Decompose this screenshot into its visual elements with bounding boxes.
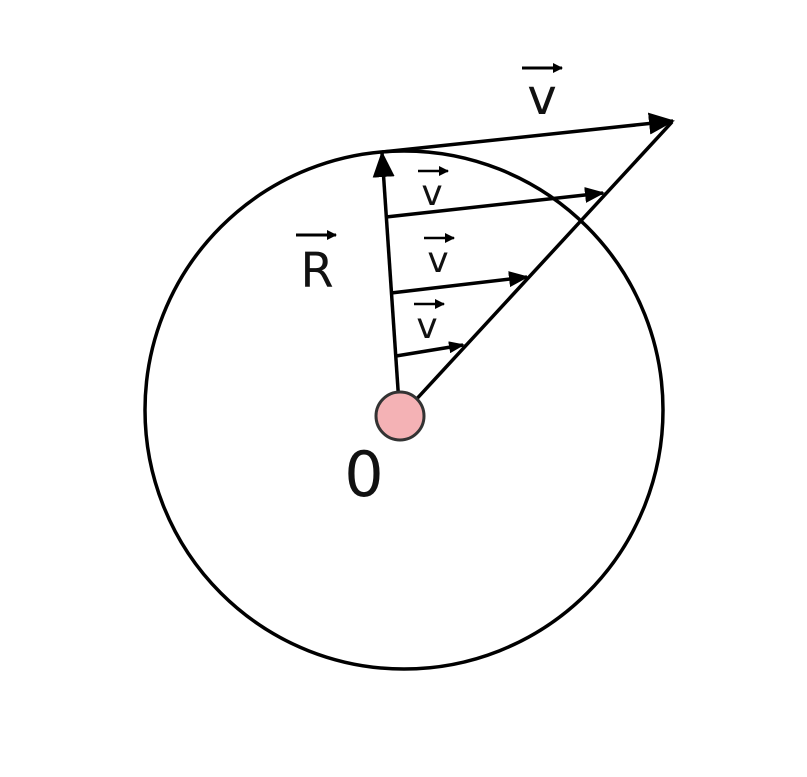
- inner-velocity-label-2: v: [424, 233, 455, 281]
- radius-vector: [372, 151, 401, 405]
- inner-velocity-label-1: v: [418, 166, 449, 214]
- radius-text: R: [300, 243, 333, 299]
- inner-velocity-vector-3: [395, 341, 465, 358]
- inner-velocity-text-2: v: [427, 240, 448, 281]
- inner-velocity-label-3: v: [414, 299, 445, 347]
- origin-label: 0: [344, 438, 383, 511]
- center-point: [374, 390, 426, 442]
- outer-velocity-text: v: [527, 68, 557, 126]
- inner-velocity-vector-1: [385, 187, 605, 219]
- inner-velocity-text-3: v: [416, 306, 437, 347]
- inner-velocity-vector-2: [390, 271, 529, 295]
- outer-velocity-label: v: [522, 63, 563, 126]
- outer-velocity-vector: [381, 112, 675, 154]
- velocity-envelope-line: [410, 120, 674, 406]
- inner-velocity-text-1: v: [421, 173, 442, 214]
- radius-label: R: [296, 230, 337, 299]
